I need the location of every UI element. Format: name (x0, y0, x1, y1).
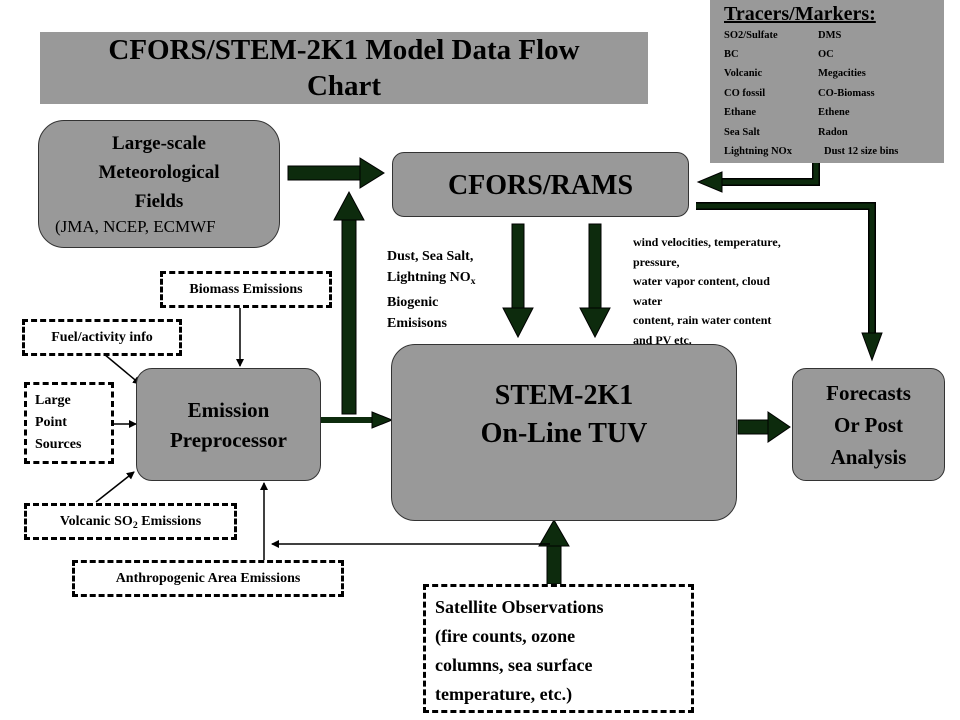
satellite-line-4: temperature, etc.) (435, 684, 573, 704)
tracer-item: CO fossil (724, 88, 766, 99)
met-fields-line-2: Meteorological (98, 162, 220, 183)
cfors-rams-box: CFORS/RAMS (392, 152, 689, 217)
tracer-item: Sea Salt (724, 127, 760, 138)
arrow-stem-to-forecasts (737, 411, 791, 443)
biomass-label: Biomass Emissions (189, 282, 303, 297)
tracer-item: Ethane (724, 107, 757, 118)
title-line-2: Chart (306, 70, 382, 102)
arrow-emission-to-stem (320, 411, 394, 429)
title-line-1: CFORS/STEM-2K1 Model Data Flow (108, 34, 580, 66)
dust-line-2: Lightning NO (387, 270, 471, 285)
tracer-item: BC (724, 49, 739, 60)
tracer-item: Volcanic (724, 68, 763, 79)
met-fields-line-1: Large-scale (112, 133, 206, 154)
met-var-line-2: pressure, (633, 254, 680, 269)
tracer-item: CO-Biomass (818, 88, 875, 99)
arrow-emission-to-cfors (333, 190, 365, 415)
tracer-item: DMS (818, 30, 842, 41)
fuel-activity-box: Fuel/activity info (22, 319, 182, 356)
volcanic-label-prefix: Volcanic SO (59, 514, 133, 529)
dust-line-4: Emisisons (387, 316, 447, 331)
arrow-satellite-to-stem (538, 518, 570, 585)
satellite-line-3: columns, sea surface (435, 655, 593, 675)
arrow-fuel-to-emission (103, 353, 141, 385)
point-sources-line-2: Point (35, 415, 67, 430)
satellite-observations-box: Satellite Observations (fire counts, ozo… (423, 584, 694, 713)
volcanic-label-suffix: Emissions (137, 514, 202, 529)
met-fields-box: Large-scale Meteorological Fields (JMA, … (38, 120, 280, 248)
cfors-rams-label: CFORS/RAMS (447, 170, 634, 201)
dust-line-1: Dust, Sea Salt, (387, 249, 474, 264)
tracer-item: OC (818, 49, 834, 60)
arrow-cfors-to-forecasts (696, 202, 883, 362)
tracers-panel: Tracers/Markers: SO2/Sulfate DMS BC OC V… (710, 0, 944, 163)
tracer-item: Ethene (818, 107, 850, 118)
satellite-line-2: (fire counts, ozone (435, 626, 576, 646)
emission-line-1: Emission (187, 398, 270, 422)
anthropogenic-label: Anthropogenic Area Emissions (115, 571, 301, 586)
point-sources-line-3: Sources (35, 437, 82, 452)
tracer-item: Dust 12 size bins (824, 146, 899, 157)
forecasts-line-3: Analysis (830, 445, 907, 469)
tracer-item: Megacities (818, 68, 866, 79)
met-fields-line-3: Fields (134, 191, 184, 212)
emission-preprocessor-box: Emission Preprocessor (136, 368, 321, 481)
forecasts-box: Forecasts Or Post Analysis (792, 368, 945, 481)
met-var-line-4: water (633, 293, 663, 308)
forecasts-line-2: Or Post (833, 413, 904, 437)
tracer-item: Lightning NOx (724, 146, 792, 157)
stem-line-2: On-Line TUV (480, 418, 648, 449)
satellite-line-1: Satellite Observations (435, 597, 604, 617)
arrow-tracers-to-cfors (696, 163, 820, 193)
tracers-title: Tracers/Markers: (724, 3, 876, 25)
arrow-met-to-cfors (287, 157, 385, 189)
arrow-volcanic-to-emission (95, 471, 135, 503)
dust-line-3: Biogenic (387, 295, 439, 310)
dust-emissions-label: Dust, Sea Salt, Lightning NOx Biogenic E… (387, 246, 476, 334)
emission-line-2: Preprocessor (169, 428, 288, 452)
met-var-line-5: content, rain water content (633, 313, 772, 327)
fuel-label: Fuel/activity info (51, 330, 153, 345)
arrow-cfors-to-stem-left (502, 223, 534, 339)
met-variables-label: wind velocities, temperature, pressure, … (633, 233, 781, 350)
met-var-line-6: and PV etc. (633, 332, 692, 347)
stem-line-1: STEM-2K1 (494, 380, 634, 411)
tracer-item: Radon (818, 127, 848, 138)
met-fields-sources: (JMA, NCEP, ECMWF (55, 217, 216, 236)
volcanic-label-sub: 2 (132, 520, 138, 531)
point-sources-box: Large Point Sources (24, 382, 114, 464)
page-title: CFORS/STEM-2K1 Model Data Flow Chart (40, 32, 648, 104)
dust-line-2-sub: x (470, 276, 476, 287)
stem-box: STEM-2K1 On-Line TUV (391, 344, 737, 521)
forecasts-line-1: Forecasts (826, 381, 911, 405)
volcanic-emissions-box: Volcanic SO2 Emissions (24, 503, 237, 540)
arrow-cfors-to-stem-right (579, 223, 611, 339)
tracer-item: SO2/Sulfate (724, 30, 778, 41)
biomass-emissions-box: Biomass Emissions (160, 271, 332, 308)
point-sources-line-1: Large (35, 393, 71, 408)
anthropogenic-emissions-box: Anthropogenic Area Emissions (72, 560, 344, 597)
met-var-line-1: wind velocities, temperature, (633, 235, 781, 249)
met-var-line-3: water vapor content, cloud (633, 274, 770, 288)
